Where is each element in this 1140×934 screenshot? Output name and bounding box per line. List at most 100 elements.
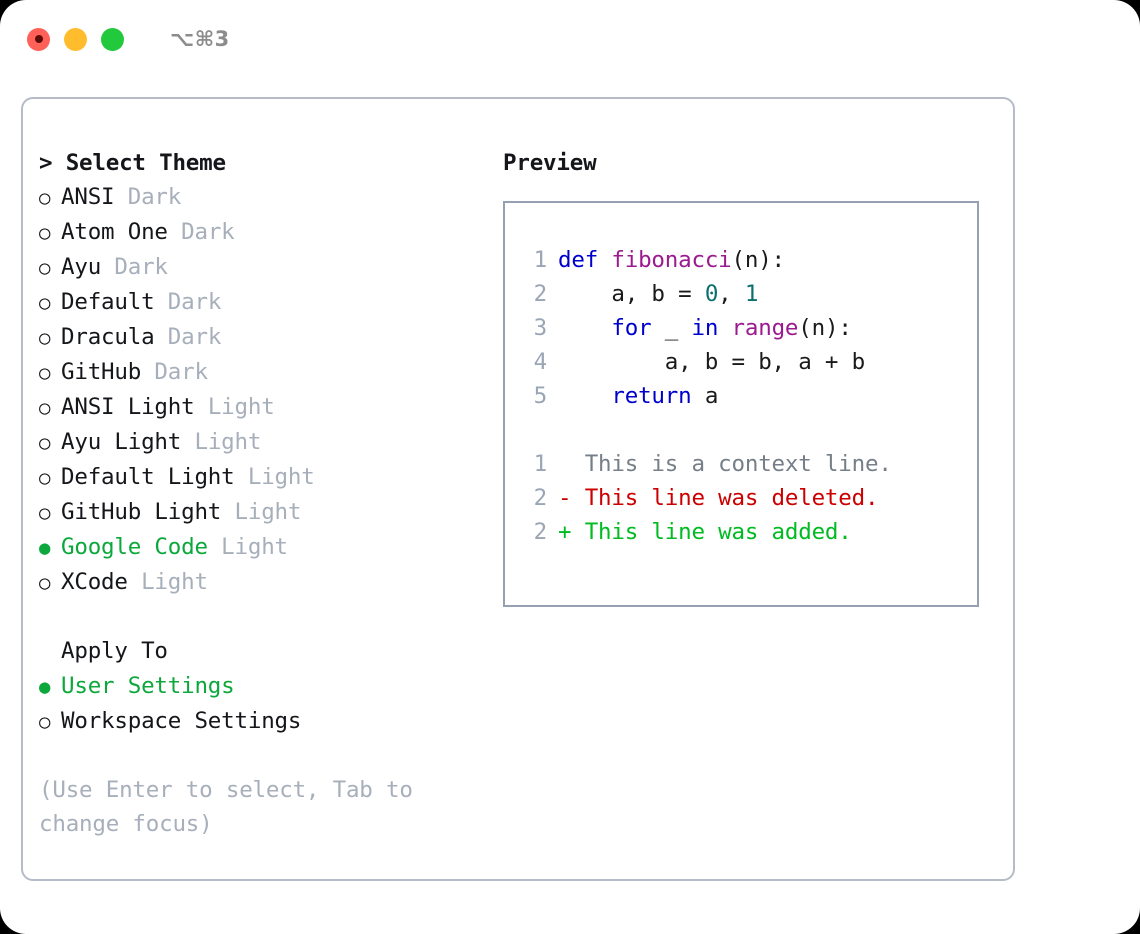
diff-line-context: 1 This is a context line. [519, 447, 977, 481]
theme-option-ayu[interactable]: ○ Ayu Dark [39, 250, 479, 285]
theme-option-label: ANSI [61, 184, 115, 210]
line-number: 2 [533, 519, 548, 545]
apply-to-option-label: User Settings [61, 673, 235, 699]
token-kw: def [558, 247, 612, 273]
diff-text: This line was added. [571, 519, 852, 545]
apply-to-option-user-settings[interactable]: ● User Settings [39, 669, 479, 704]
code-line: 2 a, b = 0, 1 [519, 277, 977, 311]
diff-sign [558, 447, 571, 481]
apply-to-option-workspace-settings[interactable]: ○Workspace Settings [39, 704, 479, 739]
token-pl: a, b = [558, 281, 705, 307]
theme-option-variant: Light [127, 569, 208, 595]
theme-option-xcode[interactable]: ○ XCode Light [39, 565, 479, 600]
token-pl: (n): [731, 247, 786, 273]
theme-option-variant: Light [181, 429, 262, 455]
apply-to-label: Apply To [61, 638, 168, 664]
code-line: 3 for _ in range(n): [519, 311, 977, 345]
main-panel: > Select Theme ○ANSI Dark○Atom One Dark○… [21, 97, 1015, 881]
code-text: return a [558, 379, 718, 413]
theme-option-github-light[interactable]: ○ GitHub Light Light [39, 495, 479, 530]
keyboard-hint-text: (Use Enter to select, Tab to change focu… [39, 777, 413, 837]
theme-option-variant: Light [234, 464, 315, 490]
theme-option-label: XCode [61, 569, 128, 595]
code-line: 4 a, b = b, a + b [519, 345, 977, 379]
radio-unselected-icon: ○ [39, 432, 51, 454]
token-pl: a, b = b, a + b [558, 349, 865, 375]
code-diff-spacer [519, 413, 977, 447]
radio-unselected-icon: ○ [39, 467, 51, 489]
code-text: a, b = b, a + b [558, 345, 865, 379]
diff-sign: - [558, 485, 572, 511]
title-bar: ⌥⌘3 [0, 0, 1140, 78]
radio-unselected-icon: ○ [39, 222, 51, 244]
code-text: a, b = 0, 1 [558, 277, 758, 311]
radio-selected-icon: ● [39, 676, 51, 698]
token-pl: (n): [798, 315, 852, 341]
close-button[interactable] [27, 27, 50, 51]
radio-unselected-icon: ○ [39, 257, 51, 279]
radio-unselected-icon: ○ [39, 362, 51, 384]
theme-option-variant: Dark [154, 289, 222, 315]
theme-picker-column: > Select Theme ○ANSI Dark○Atom One Dark○… [39, 146, 479, 841]
theme-option-variant: Dark [141, 359, 208, 385]
theme-option-default-light[interactable]: ○ Default Light Light [39, 460, 479, 495]
section-spacer [39, 600, 479, 634]
theme-option-variant: Light [207, 534, 288, 560]
theme-option-ansi[interactable]: ○ANSI Dark [39, 180, 479, 215]
radio-unselected-icon: ○ [39, 292, 51, 314]
theme-option-atom-one[interactable]: ○ Atom One Dark [39, 215, 479, 250]
diff-line-deleted: 2- This line was deleted. [519, 481, 977, 515]
token-pl: a [691, 383, 719, 409]
radio-unselected-icon: ○ [39, 502, 51, 524]
diff-text: This is a context line. [571, 451, 892, 477]
theme-option-dracula[interactable]: ○Dracula Dark [39, 320, 479, 355]
diff-line-added: 2 + This line was added. [519, 515, 977, 549]
theme-option-ayu-light[interactable]: ○Ayu Light Light [39, 425, 479, 460]
radio-selected-icon: ● [39, 537, 51, 559]
close-icon [34, 35, 43, 43]
token-pl [718, 315, 731, 341]
theme-option-label: ANSI Light [61, 394, 195, 420]
theme-option-variant: Light [221, 499, 302, 525]
keyboard-shortcut-label: ⌥⌘3 [170, 27, 230, 51]
theme-option-label: Default [61, 289, 155, 315]
maximize-button[interactable] [101, 27, 124, 51]
token-kw: for [611, 315, 652, 341]
theme-option-label: GitHub Light [61, 499, 222, 525]
line-number: 2 [533, 281, 548, 307]
theme-option-variant: Dark [101, 254, 168, 280]
theme-option-ansi-light[interactable]: ○ ANSI Light Light [39, 390, 479, 425]
theme-option-label: Default Light [61, 464, 235, 490]
theme-option-list[interactable]: ○ANSI Dark○Atom One Dark○Ayu Dark○Defaul… [39, 180, 479, 600]
line-number: 1 [533, 247, 548, 273]
radio-unselected-icon: ○ [39, 711, 51, 733]
theme-option-github[interactable]: ○GitHub Dark [39, 355, 479, 390]
code-text: for _ in range(n): [558, 311, 852, 345]
apply-to-heading: ○ Apply To [39, 634, 479, 669]
line-number: 2 [533, 485, 548, 511]
theme-option-label: Dracula [61, 324, 155, 350]
theme-option-default[interactable]: ○ Default Dark [39, 285, 479, 320]
preview-title: Preview [503, 150, 597, 176]
apply-to-option-list[interactable]: ● User Settings ○Workspace Settings [39, 669, 479, 739]
theme-option-variant: Light [194, 394, 275, 420]
radio-unselected-icon: ○ [39, 572, 51, 594]
radio-unselected-icon: ○ [39, 397, 51, 419]
theme-option-label: Atom One [61, 219, 168, 245]
radio-unselected-icon: ○ [39, 327, 51, 349]
token-num: 1 [744, 281, 759, 307]
token-kw: in [691, 315, 719, 341]
minimize-button[interactable] [64, 27, 87, 51]
theme-option-google-code[interactable]: ●Google Code Light [39, 530, 479, 565]
token-num: 0 [704, 281, 719, 307]
theme-option-variant: Dark [167, 219, 235, 245]
diff-text: This line was deleted. [571, 485, 879, 511]
token-pl [558, 315, 611, 341]
diff-sign: + [558, 519, 572, 545]
theme-option-label: Ayu [61, 254, 102, 280]
